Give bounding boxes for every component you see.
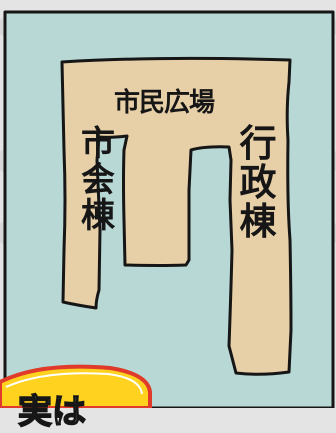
bubble-text: 実は — [17, 391, 87, 433]
site-map-diagram — [0, 10, 335, 408]
plaza-label: 市民広場 — [114, 88, 215, 118]
building-outline — [60, 56, 293, 376]
admin-building-label: 行 政 棟 — [239, 122, 277, 244]
city-assembly-label: 市 会 棟 — [81, 124, 115, 237]
speech-bubble — [0, 364, 152, 408]
